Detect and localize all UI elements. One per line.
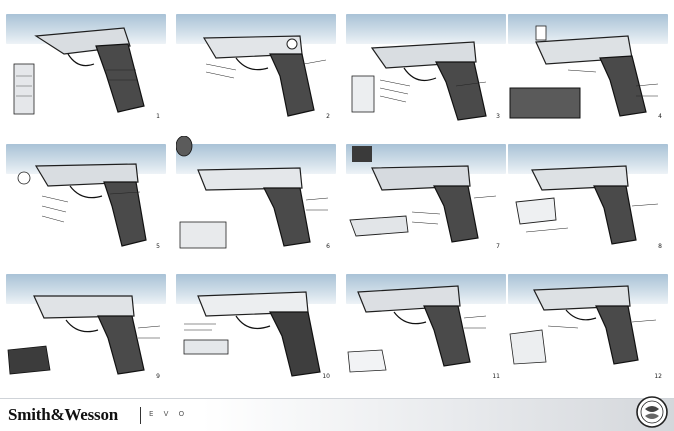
pistol-drawing (509, 285, 657, 365)
pistol-drawing (183, 291, 321, 377)
smith-wesson-seal-icon (636, 396, 668, 428)
pistol-sketch-6: 6 (176, 136, 336, 254)
sketch-number: 11 (492, 373, 500, 380)
pistol-drawing (176, 136, 329, 249)
pistol-sketch-2: 2 (176, 6, 336, 124)
sketch-number: 7 (496, 243, 500, 250)
pistol-sketch-1: 1 (6, 6, 166, 124)
pistol-sketch-11: 11 (346, 266, 506, 384)
pistol-drawing (7, 295, 161, 375)
pistol-drawing (515, 165, 659, 245)
pistol-drawing (351, 41, 487, 121)
sketch-number: 8 (658, 243, 662, 250)
sketch-number: 3 (496, 113, 500, 120)
pistol-drawing (509, 25, 659, 119)
pistol-sketch-4: 4 (508, 6, 668, 124)
footer-bar: Smith&Wesson E V O (0, 398, 674, 431)
sketch-background-band (346, 14, 506, 44)
pistol-drawing (17, 163, 147, 247)
pistol-drawing (349, 146, 497, 243)
pistol-drawing (13, 27, 145, 115)
brand-divider (140, 407, 141, 424)
pistol-sketch-3: 3 (346, 6, 506, 124)
sketch-number: 6 (326, 243, 330, 250)
sketch-number: 4 (658, 113, 662, 120)
sketch-number: 2 (326, 113, 330, 120)
pistol-sketch-7: 7 (346, 136, 506, 254)
pistol-sketch-8: 8 (508, 136, 668, 254)
pistol-sketch-12: 12 (508, 266, 668, 384)
pistol-sketch-5: 5 (6, 136, 166, 254)
pistol-drawing (347, 285, 487, 373)
pistol-drawing (202, 35, 327, 117)
sketch-number: 1 (156, 113, 160, 120)
sketch-number: 5 (156, 243, 160, 250)
pistol-sketch-10: 10 (176, 266, 336, 384)
sketch-number: 10 (322, 373, 330, 380)
sketch-number: 9 (156, 373, 160, 380)
pistol-sketch-9: 9 (6, 266, 166, 384)
sketch-number: 12 (654, 373, 662, 380)
brand-logo: Smith&Wesson (8, 405, 119, 424)
concept-sketch-sheet: 1 2 3 4 (6, 6, 668, 384)
brand-subtitle: E V O (149, 410, 189, 418)
